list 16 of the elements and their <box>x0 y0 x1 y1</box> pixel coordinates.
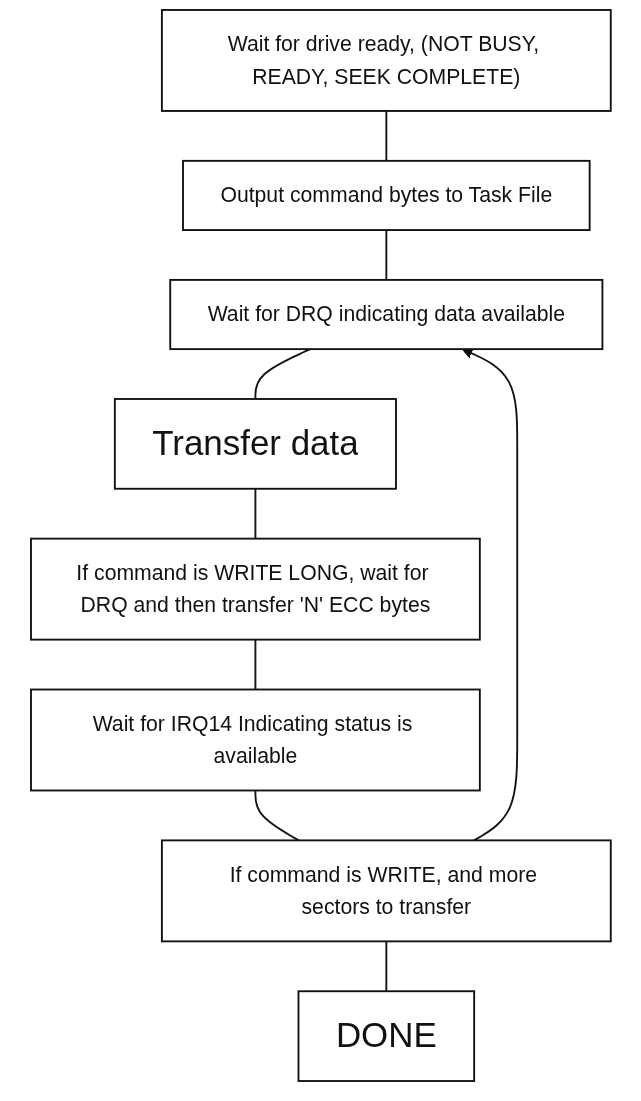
connector <box>385 110 387 162</box>
node-box: If command is WRITE LONG, wait for DRQ and then transfer 'N' ECC bytes <box>29 537 481 641</box>
connector <box>254 789 300 842</box>
node-box: If command is WRITE, and more sectors to transfer <box>160 839 612 943</box>
node-box: Wait for drive ready, (NOT BUSY, READY, SEEK COMPLETE) <box>160 9 612 112</box>
connector <box>385 940 387 993</box>
node-box: Transfer data <box>113 398 397 490</box>
node-box: DONE <box>297 990 475 1082</box>
node-box: Wait for DRQ indicating data available <box>168 279 603 351</box>
connector <box>254 348 311 400</box>
connector <box>254 487 256 540</box>
arrow <box>461 348 518 842</box>
connector <box>254 638 256 691</box>
connector <box>385 229 387 281</box>
node-box: Output command bytes to Task File <box>181 159 591 231</box>
node-box: Wait for IRQ14 Indicating status is available <box>29 688 481 792</box>
